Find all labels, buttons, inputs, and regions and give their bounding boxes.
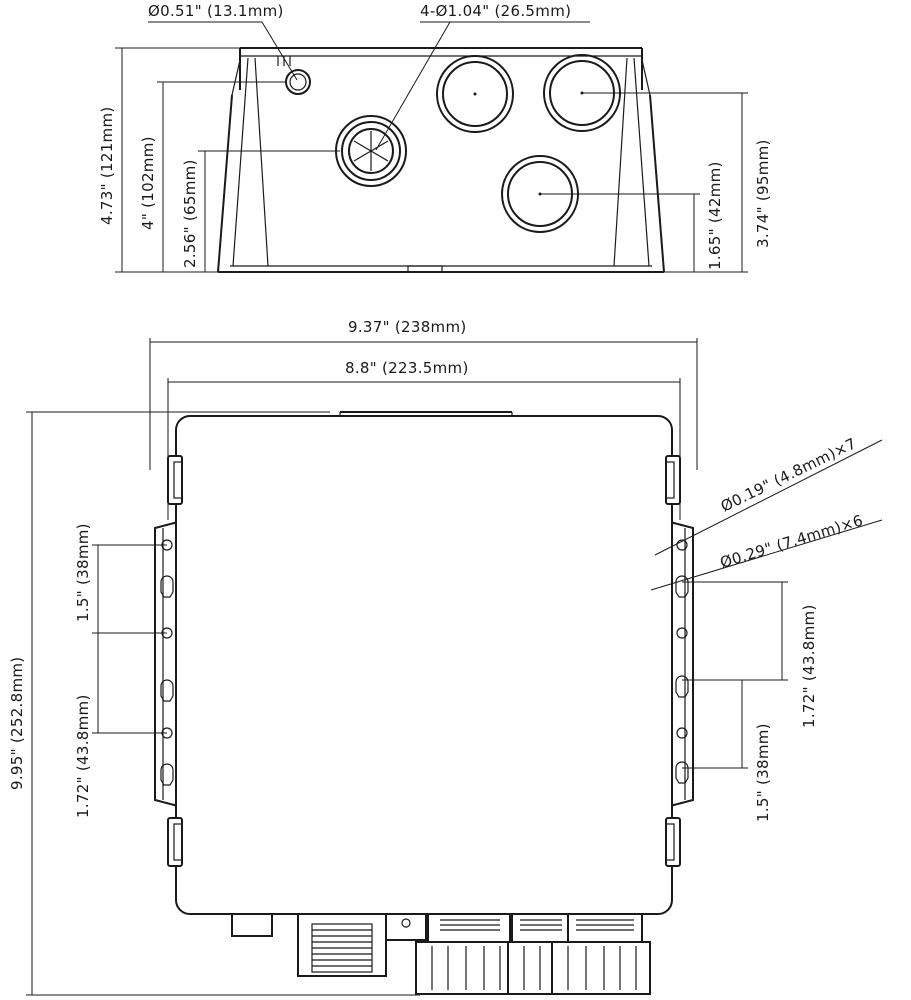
right-bracket-holes xyxy=(675,539,689,784)
front-height-dimension xyxy=(26,411,420,996)
right-spacing-dimensions xyxy=(682,581,788,769)
top-right-dimensions xyxy=(540,92,748,273)
enclosure-body xyxy=(175,411,673,915)
front-view: 9.37" (238mm) 8.8" (223.5mm) 9.95" (252.… xyxy=(8,318,883,996)
connector-vent-lines xyxy=(312,929,372,967)
hole-small-label: Ø0.19" (4.8mm)×7 xyxy=(718,434,859,515)
top-height-total-label: 4.73" (121mm) xyxy=(98,106,116,225)
left-spacing-bottom-label: 1.72" (43.8mm) xyxy=(74,694,92,818)
top-height-grommet-label: 2.56" (65mm) xyxy=(181,159,199,268)
grommet-hole xyxy=(335,115,407,187)
right-spacing-bottom-label: 1.5" (38mm) xyxy=(754,723,772,822)
front-width-dimensions xyxy=(149,338,698,520)
bottom-connectors xyxy=(231,913,651,995)
gland-nut-vents xyxy=(440,919,634,931)
hole-large-label: Ø0.29" (7.4mm)×6 xyxy=(718,511,865,572)
large-holes-label: 4-Ø1.04" (26.5mm) xyxy=(420,2,571,20)
left-mounting-bracket xyxy=(154,521,179,807)
right-spacing-top-label: 1.72" (43.8mm) xyxy=(800,604,818,728)
left-spacing-top-label: 1.5" (38mm) xyxy=(74,523,92,622)
top-callout-leaders xyxy=(148,21,590,151)
top-height-small-hole-label: 4" (102mm) xyxy=(139,136,157,230)
large-hole-1 xyxy=(436,55,514,133)
top-height-lower-hole-label: 1.65" (42mm) xyxy=(706,161,724,270)
side-latches xyxy=(167,455,681,867)
top-left-dimensions xyxy=(115,47,340,273)
front-height-total-label: 9.95" (252.8mm) xyxy=(8,657,26,790)
right-mounting-bracket xyxy=(669,521,694,807)
front-width-total-label: 9.37" (238mm) xyxy=(348,318,467,336)
left-spacing-dimensions xyxy=(92,544,167,734)
front-callout-leaders xyxy=(650,439,883,591)
left-bracket-holes xyxy=(160,539,174,786)
small-hole xyxy=(285,69,311,95)
top-view: Ø0.51" (13.1mm) 4-Ø1.04" (26.5mm) 4.73" … xyxy=(98,2,772,273)
small-hole-label: Ø0.51" (13.1mm) xyxy=(148,2,284,20)
front-width-inner-label: 8.8" (223.5mm) xyxy=(345,359,469,377)
top-height-upper-hole-label: 3.74" (95mm) xyxy=(754,139,772,248)
